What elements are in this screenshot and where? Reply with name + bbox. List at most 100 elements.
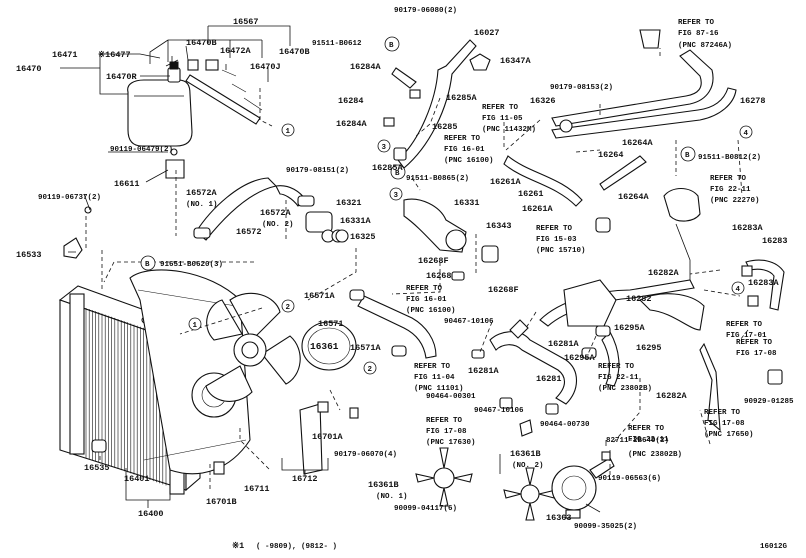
- bypass-pipe-drawing: [383, 39, 491, 169]
- label-16283A-b: 16283A: [748, 278, 780, 288]
- label-16278: 16278: [740, 96, 766, 106]
- label-16471: 16471: [52, 50, 78, 60]
- label-fig-22-11-b: FIG 22-11: [598, 374, 639, 382]
- label-pnc-11101: (PNC 11101): [414, 385, 464, 393]
- label-fig-11-05: FIG 11-05: [482, 115, 523, 123]
- label-fig-22-11-c: FIG 22-11: [628, 436, 669, 444]
- label-16261: 16261: [518, 189, 544, 199]
- label-refer-11-04: REFER TO: [414, 363, 451, 371]
- label-refer-22-11-c: REFER TO: [628, 425, 665, 433]
- callout-b-d: B: [145, 261, 150, 269]
- label-90464-00730: 90464-00730: [540, 421, 590, 429]
- label-16325: 16325: [350, 232, 376, 242]
- footnote-mark: ※1: [232, 541, 244, 551]
- label-16701B: 16701B: [206, 497, 237, 507]
- lower-radiator-hose-drawing: [349, 289, 437, 359]
- label-refer-16-01-a: REFER TO: [444, 135, 481, 143]
- label-16284A-a: 16284A: [350, 62, 382, 72]
- label-16285: 16285: [432, 122, 458, 132]
- part-labels: 16567 16471 ※16477 16470B 16472A 16470B …: [16, 7, 794, 531]
- label-fig-11-04: FIG 11-04: [414, 374, 455, 382]
- radiator-cushion: [91, 439, 107, 453]
- water-bypass-pipe-drawing: [471, 319, 578, 437]
- label-16284: 16284: [338, 96, 364, 106]
- callout-4-a: 4: [744, 130, 749, 138]
- label-16268F-b: 16268F: [488, 285, 519, 295]
- label-16285A-b: 16285A: [372, 163, 404, 173]
- label-pnc-11432M: (PNC 11432M): [482, 126, 536, 134]
- bracket-16611: [165, 159, 185, 179]
- callout-3-a: 3: [382, 144, 387, 152]
- label-refer-17-08-b: REFER TO: [704, 409, 741, 417]
- callout-b-b: B: [685, 152, 690, 160]
- shroud-clip: [317, 401, 329, 413]
- bolt-90119-06737: [84, 206, 92, 214]
- label-no2-a: (NO. 2): [262, 221, 294, 229]
- callout-2-a: 2: [286, 304, 291, 312]
- label-90119-06737: 90119-06737(2): [38, 194, 101, 202]
- label-90467-10106-a: 90467-10106: [444, 318, 494, 326]
- label-16331: 16331: [454, 198, 480, 208]
- label-no2-b: (NO. 2): [512, 462, 544, 470]
- label-16571A-b: 16571A: [350, 343, 382, 353]
- label-91511-B0865: 91511-B0865(2): [406, 175, 469, 183]
- label-16571: 16571: [318, 319, 344, 329]
- label-16268F-a: 16268F: [418, 256, 449, 266]
- label-16264A-a: 16264A: [622, 138, 654, 148]
- throttle-body-drawing: [663, 187, 785, 311]
- label-16027: 16027: [474, 28, 500, 38]
- label-16361B-a: 16361B: [368, 480, 399, 490]
- label-16326: 16326: [530, 96, 556, 106]
- fan-belt-ring-inner: [307, 327, 351, 365]
- callout-4-b: 4: [736, 286, 741, 294]
- label-16295A-a: 16295A: [614, 323, 646, 333]
- label-16472A: 16472A: [220, 46, 252, 56]
- label-16285A-a: 16285A: [446, 93, 478, 103]
- label-16611: 16611: [114, 179, 140, 189]
- label-fig-16-01-b: FIG 16-01: [406, 296, 447, 304]
- label-16572A-b: 16572A: [260, 208, 292, 218]
- label-refer-11-05: REFER TO: [482, 104, 519, 112]
- label-82711-2B640: 82711-2B640(2): [606, 437, 669, 445]
- label-16261A-a: 16261A: [490, 177, 522, 187]
- diagram-code: 16012G: [760, 543, 788, 551]
- label-pnc-22270: (PNC 22270): [710, 197, 760, 205]
- label-16400: 16400: [138, 509, 164, 519]
- label-90179-08151: 90179-08151(2): [286, 167, 349, 175]
- label-16533: 16533: [16, 250, 42, 260]
- label-refer-87-16: REFER TO: [678, 19, 715, 27]
- label-91511-B0612: 91511-B0612: [312, 40, 362, 48]
- label-16571A-a: 16571A: [304, 291, 336, 301]
- label-refer-15-03: REFER TO: [536, 225, 573, 233]
- label-16295A-b: 16295A: [564, 353, 596, 363]
- label-fig-17-08-c: FIG 17-08: [426, 428, 467, 436]
- label-16282A-b: 16282A: [656, 391, 688, 401]
- label-16264A-b: 16264A: [618, 192, 650, 202]
- label-16268: 16268: [426, 271, 452, 281]
- reservoir-tank-drawing: [127, 56, 219, 147]
- label-16284A-b: 16284A: [336, 119, 368, 129]
- label-16281A-a: 16281A: [548, 339, 580, 349]
- label-no1-a: (NO. 1): [186, 201, 218, 209]
- label-16282A-a: 16282A: [648, 268, 680, 278]
- callout-3-b: 3: [394, 192, 399, 200]
- label-no1-b: (NO. 1): [376, 493, 408, 501]
- label-pnc-16100-a: (PNC 16100): [444, 157, 494, 165]
- fan-motor-drawing: [551, 451, 615, 519]
- label-90929-01285: 90929-01285: [744, 398, 794, 406]
- water-outlet-drawing: [403, 198, 499, 281]
- label-16572: 16572: [236, 227, 262, 237]
- label-fig-17-01: FIG 17-01: [726, 332, 767, 340]
- label-refer-17-08-a: REFER TO: [736, 339, 773, 347]
- label-16701A: 16701A: [312, 432, 344, 442]
- label-16281: 16281: [536, 374, 562, 384]
- fan-drawing: [205, 292, 323, 475]
- label-16264: 16264: [598, 150, 624, 160]
- label-refer-17-01: REFER TO: [726, 321, 763, 329]
- label-refer-17-08-c: REFER TO: [426, 417, 463, 425]
- label-fig-15-03: FIG 15-03: [536, 236, 577, 244]
- label-fig-17-08-b: FIG 17-08: [704, 420, 745, 428]
- label-16567: 16567: [233, 17, 259, 27]
- label-refer-16-01-b: REFER TO: [406, 285, 443, 293]
- clamp-16325: [335, 229, 349, 243]
